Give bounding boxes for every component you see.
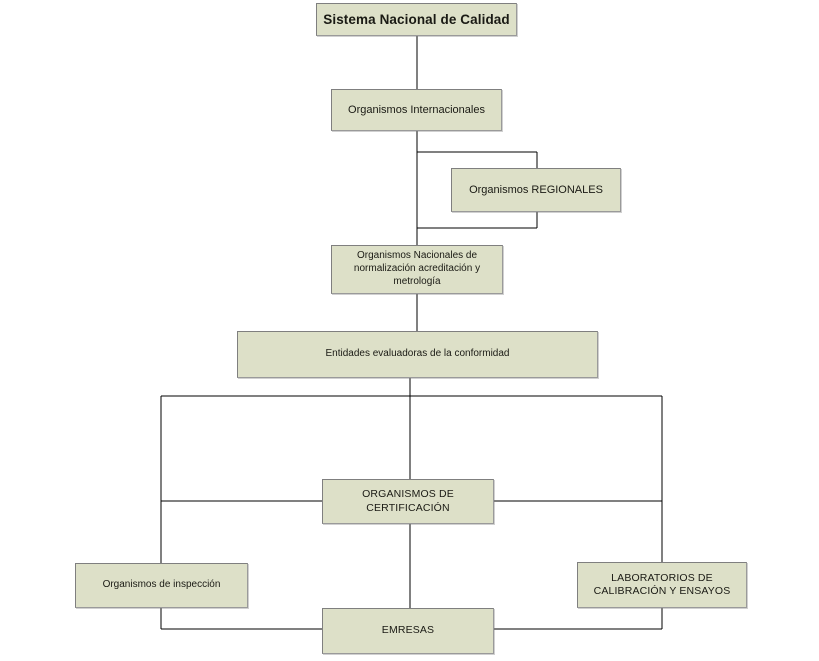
node-label: ORGANISMOS DE CERTIFICACIÓN [362,488,454,514]
node-label: Organismos Nacionales de normalización a… [353,250,481,287]
node-organismos-internacionales[interactable]: Organismos Internacionales [331,89,502,131]
node-label: Entidades evaluadoras de la conformidad [325,348,510,360]
node-emresas[interactable]: EMRESAS [322,608,494,654]
node-label: LABORATORIOS DE CALIBRACIÓN Y ENSAYOS [593,571,731,597]
node-organismos-de-certificacion[interactable]: ORGANISMOS DE CERTIFICACIÓN [322,479,494,524]
node-entidades-evaluadoras[interactable]: Entidades evaluadoras de la conformidad [237,331,598,378]
node-label: Organismos Internacionales [348,103,485,116]
node-sistema-nacional-de-calidad[interactable]: Sistema Nacional de Calidad [316,3,517,36]
node-laboratorios-de-calibracion-y-ensayos[interactable]: LABORATORIOS DE CALIBRACIÓN Y ENSAYOS [577,562,747,608]
node-label: Organismos REGIONALES [469,183,603,196]
node-organismos-de-inspeccion[interactable]: Organismos de inspección [75,563,248,608]
node-organismos-regionales[interactable]: Organismos REGIONALES [451,168,621,212]
node-organismos-nacionales[interactable]: Organismos Nacionales de normalización a… [331,245,503,294]
node-label: Sistema Nacional de Calidad [323,11,510,27]
node-label: EMRESAS [381,624,435,637]
node-label: Organismos de inspección [102,579,221,591]
